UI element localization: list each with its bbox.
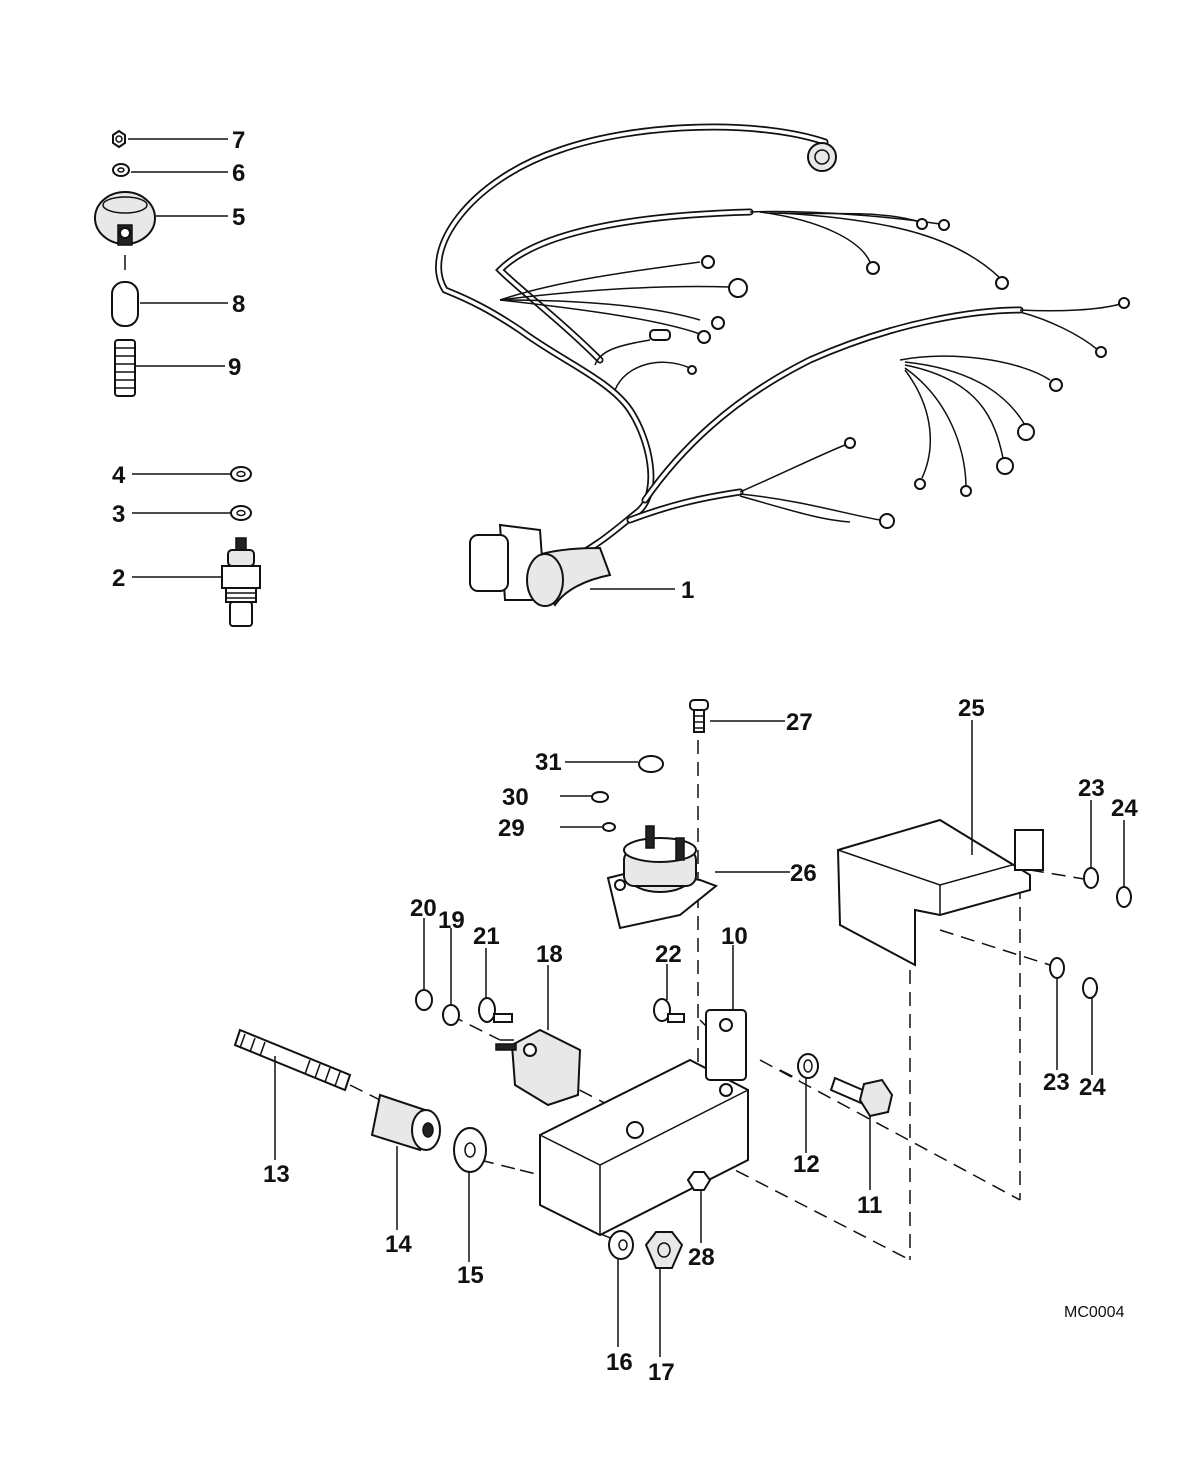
leader-lines (128, 138, 1125, 1357)
callout-21: 21 (473, 923, 500, 950)
part-28-nut (686, 1171, 712, 1191)
part-15-washer (453, 1127, 487, 1173)
part-25-cover (836, 818, 1044, 967)
callout-4: 4 (112, 462, 126, 489)
part-6-washer (112, 163, 130, 177)
callout-labels: 7 6 5 8 9 4 3 2 1 25 27 31 30 29 26 23 2… (112, 127, 1138, 1386)
part-30-lockwasher (591, 791, 609, 803)
callout-31: 31 (535, 749, 562, 776)
part-10-bracket (539, 1009, 749, 1237)
part-17-nut (644, 1231, 684, 1269)
part-24-nut-lower (1082, 977, 1098, 999)
callout-27: 27 (786, 709, 813, 736)
part-3-lockwasher (230, 505, 252, 521)
part-12-washer (797, 1053, 819, 1079)
part-8-sleeve (111, 281, 139, 327)
part-4-nut (230, 466, 252, 482)
part-29-washer (602, 822, 616, 832)
part-21-screw (478, 997, 513, 1023)
callout-25: 25 (958, 695, 985, 722)
part-31-washer (638, 755, 664, 773)
part-20-nut (415, 989, 433, 1011)
callout-19: 19 (438, 907, 465, 934)
part-11-bolt (829, 1076, 894, 1118)
callout-14: 14 (385, 1231, 412, 1258)
part-26-solenoid (606, 825, 718, 930)
part-27-bolt (689, 699, 709, 733)
callout-9: 9 (228, 354, 241, 381)
part-13-stud (233, 1028, 352, 1092)
callout-24-lower: 24 (1079, 1074, 1106, 1101)
callout-1: 1 (681, 577, 694, 604)
callout-16: 16 (606, 1349, 633, 1376)
callout-17: 17 (648, 1359, 675, 1386)
callout-13: 13 (263, 1161, 290, 1188)
callout-3: 3 (112, 501, 125, 528)
callout-18: 18 (536, 941, 563, 968)
callout-5: 5 (232, 204, 245, 231)
part-7-nut (112, 129, 126, 149)
part-23-washer-upper (1083, 867, 1099, 889)
part-16-washer (608, 1230, 634, 1260)
callout-6: 6 (232, 160, 245, 187)
callout-22: 22 (655, 941, 682, 968)
callout-12: 12 (793, 1151, 820, 1178)
part-24-nut-upper (1116, 886, 1132, 908)
callout-2: 2 (112, 565, 125, 592)
callout-24-upper: 24 (1111, 795, 1138, 822)
callout-7: 7 (232, 127, 245, 154)
part-19-washer (442, 1004, 460, 1026)
part-5-switch (94, 191, 156, 246)
callout-8: 8 (232, 291, 245, 318)
part-23-washer-lower (1049, 957, 1065, 979)
part-14-spacer (370, 1093, 441, 1152)
callout-11: 11 (857, 1192, 882, 1219)
callout-10: 10 (721, 923, 748, 950)
part-1-wiring-harness (435, 123, 1130, 607)
callout-15: 15 (457, 1262, 484, 1289)
callout-23-upper: 23 (1078, 775, 1105, 802)
part-9-stud (114, 339, 136, 397)
assembly-lines (349, 740, 1091, 1261)
callout-29: 29 (498, 815, 525, 842)
callout-20: 20 (410, 895, 437, 922)
part-2-sender (221, 537, 261, 627)
callout-28: 28 (688, 1244, 715, 1271)
part-22-screw (653, 998, 685, 1023)
drawing-code: MC0004 (1064, 1304, 1125, 1321)
callout-26: 26 (790, 860, 817, 887)
callout-30: 30 (502, 784, 529, 811)
part-18-block (495, 1028, 582, 1107)
callout-23-lower: 23 (1043, 1069, 1070, 1096)
